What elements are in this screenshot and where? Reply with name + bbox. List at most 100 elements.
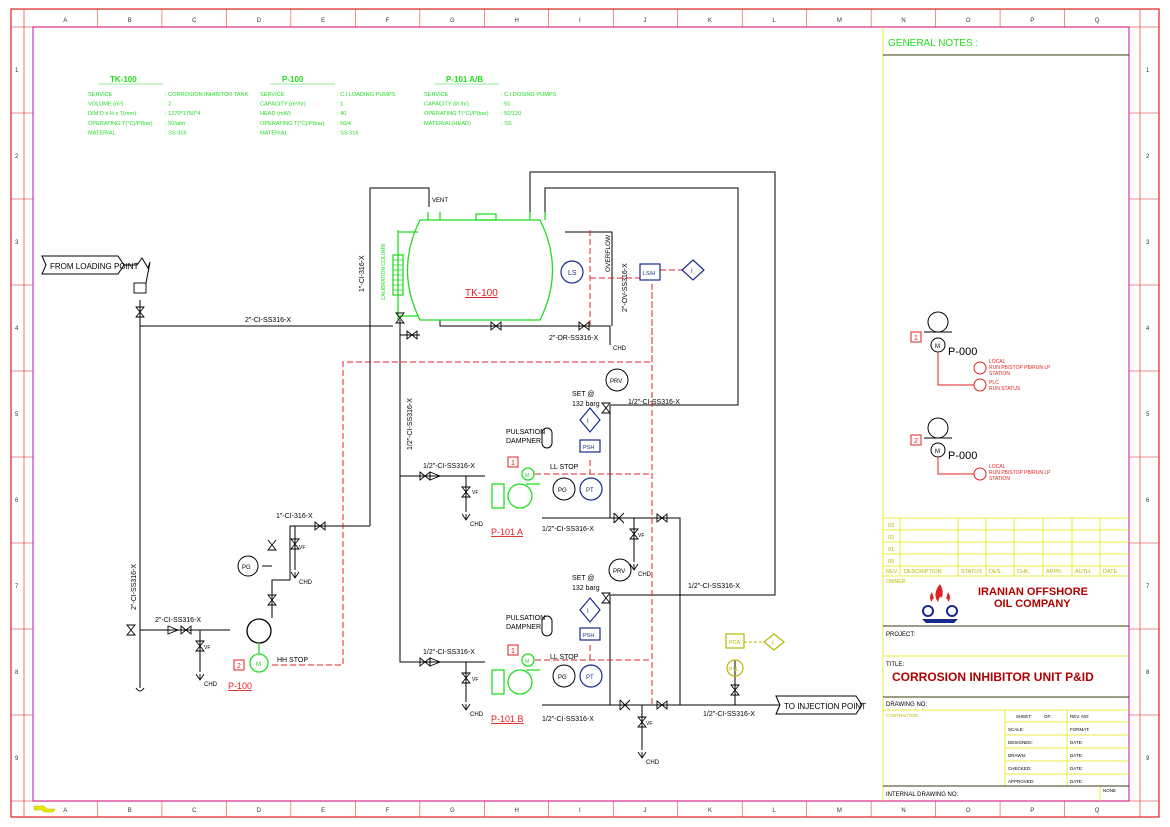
legend-tag-2: P-000 [948,450,977,462]
legend-tag-1: P-000 [948,346,977,358]
grid-row-label: 6 [15,498,19,504]
company-logo [922,584,958,623]
chd-label: CHD [204,682,218,688]
p101a-tag: P-101 A [491,527,523,537]
valve-icon [135,306,145,318]
grid-col-label: J [643,808,646,814]
grid-col-label: N [901,808,905,814]
pg-label-a: PG [558,488,567,494]
calibration-column-label: CALIBRATION COLUMN [381,244,387,300]
chd-label: CHD [299,580,313,586]
rev-row: 02 [888,535,894,541]
valve-icon [126,624,136,636]
i-label-pca: I [772,641,774,647]
grid-col-label: C [192,18,197,24]
equipment-field-label: HEAD (mW) [260,111,291,117]
rev-row: 01 [888,547,894,553]
valve-icon [730,684,740,696]
valves [126,282,740,728]
grid-col-label: F [386,18,390,24]
drain-icon [629,563,639,571]
strainer-icon [167,625,180,635]
equipment-field-label: SERVICE [424,92,449,98]
grid-row-label: 9 [15,756,19,762]
inner-border [32,26,1130,802]
pt-instrument-a [579,477,603,501]
legend-num-1: 1 [914,335,918,342]
grid-row-label: 1 [1146,68,1150,74]
equipment-field-label: SERVICE [260,92,285,98]
check-valve-icon [267,539,277,551]
drain-icon [461,513,471,521]
revision-header: STATUS [961,569,982,575]
company-line-2: OIL COMPANY [994,598,1071,610]
pg-label: PG [242,565,251,571]
internal-drawing-label: INTERNAL DRAWING NO: [886,792,959,798]
grid-row-label: 8 [1146,670,1150,676]
equipment-field-value: : CORROSION INHIBITOR TANK [165,92,249,98]
equipment-field-value: : 1270*1750*4 [165,111,200,117]
contractor-label: CONTRACTOR: [886,713,919,718]
grid-col-label: I [579,18,581,24]
psh-label-b: PSH [583,633,594,639]
drain-icon [290,571,300,579]
legend-note: LOCAL [989,464,1006,470]
field-label: DESIGNED: [1008,740,1033,745]
line-label: 1"-CI-316-X [359,255,366,292]
equipment-field-label: OPERATING T(°C)/P(bar) [88,121,153,127]
pump-p101b [491,653,540,695]
p101b-tag: P-101 B [491,714,524,724]
field-label: DATE: [1070,766,1083,771]
motor-label-a: M [525,473,529,479]
sheet-label: SHEET: [1016,714,1032,719]
line-label: 1/2"-CI-SS316-X [688,583,740,590]
chd-label: CHD [470,712,484,718]
psh-box-a [579,439,601,453]
valve-icon [637,716,647,728]
to-injection-label: TO INJECTION POINT [784,702,866,711]
grid-row-label: 5 [1146,412,1150,418]
interlock-a [579,407,601,433]
legend-motor-2: M [935,449,940,455]
revision-header: DATE [1103,569,1118,575]
vf-label: VF [472,677,478,683]
field-label: APPROVED: [1008,779,1034,784]
grid-col-label: M [837,18,842,24]
drain-icon [461,703,471,711]
valve-icon [578,321,590,331]
strainer-icon [429,657,442,667]
valve-icon [267,594,277,606]
from-loading-label: FROM LOADING POINT [50,262,139,271]
revision-header: APPR. [1046,569,1063,575]
valve-icon [601,592,611,604]
legend-note: LOCAL [989,359,1006,365]
field-label: DATE: [1070,779,1083,784]
grid-col-label: E [321,808,325,814]
from-loading-flag [41,255,125,275]
field-label: DATE: [1070,753,1083,758]
revision-header: DESCRIPTION [904,569,942,575]
field-label: CHECKED: [1008,766,1031,771]
grid-col-label: F [386,808,390,814]
legend-note: PLC [989,380,999,386]
diagram-labels: FROM LOADING POINT TO INJECTION POINT TK… [50,198,866,727]
legend-note: RUN STATUS [989,386,1021,392]
grid-col-label: E [321,18,325,24]
pulsation-dampner-b [541,615,553,637]
valve-icon [461,672,471,684]
rev-row: 00 [888,559,894,565]
line-label: 1/2"-CI-SS316-X [542,716,594,723]
valve-icon [195,640,205,652]
line-label: 2"-OV-SS316-X [622,263,629,312]
psl-instrument [726,659,744,677]
i-label-b: I [587,609,589,615]
grid-row-label: 2 [15,154,19,160]
calibration-column-ticks [393,259,403,291]
grid-row-label: 2 [1146,154,1150,160]
grid-col-label: M [837,808,842,814]
set-label-a: SET @ [572,391,595,398]
p100-tag: P-100 [228,681,252,691]
prv-label-a: PRV [610,379,622,385]
overflow-label: OVERFLOW [605,234,612,272]
